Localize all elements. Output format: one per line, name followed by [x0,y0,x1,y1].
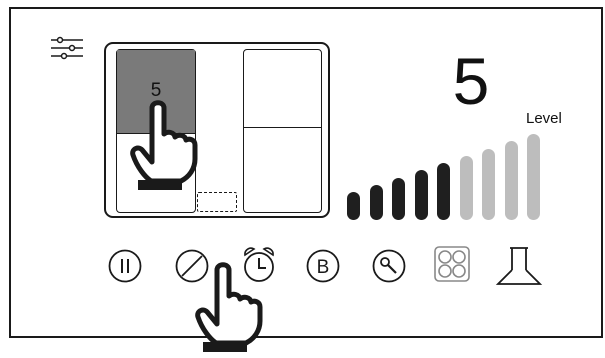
timer-icon[interactable] [240,245,278,285]
key-lock-icon[interactable] [371,248,407,284]
level-value: 5 [440,48,502,114]
all-zones-icon[interactable] [433,245,471,283]
settings-sliders-icon[interactable] [50,36,84,60]
power-level-bar-8[interactable] [505,141,518,220]
svg-text:B: B [317,257,330,278]
cooking-zone-left[interactable]: 5 [116,49,196,213]
power-level-bar-9[interactable] [527,134,540,220]
boost-icon[interactable]: B [305,248,341,284]
power-level-bar-4[interactable] [415,170,428,220]
cooking-zone-right[interactable] [243,49,322,213]
stop-icon[interactable] [174,248,210,284]
power-level-bar-7[interactable] [482,149,495,221]
power-level-bar-5[interactable] [437,163,450,220]
pause-icon[interactable] [107,248,143,284]
zone-power-value: 5 [117,80,195,102]
power-level-bar-1[interactable] [347,192,360,220]
hood-icon[interactable] [494,244,544,286]
bridge-zone-indicator[interactable] [197,192,237,212]
level-label: Level [526,110,562,127]
power-level-bar-2[interactable] [370,185,383,220]
power-level-bar-3[interactable] [392,178,405,221]
power-level-bar-6[interactable] [460,156,473,220]
power-level-slider[interactable] [345,134,565,220]
zone-divider [244,127,321,128]
